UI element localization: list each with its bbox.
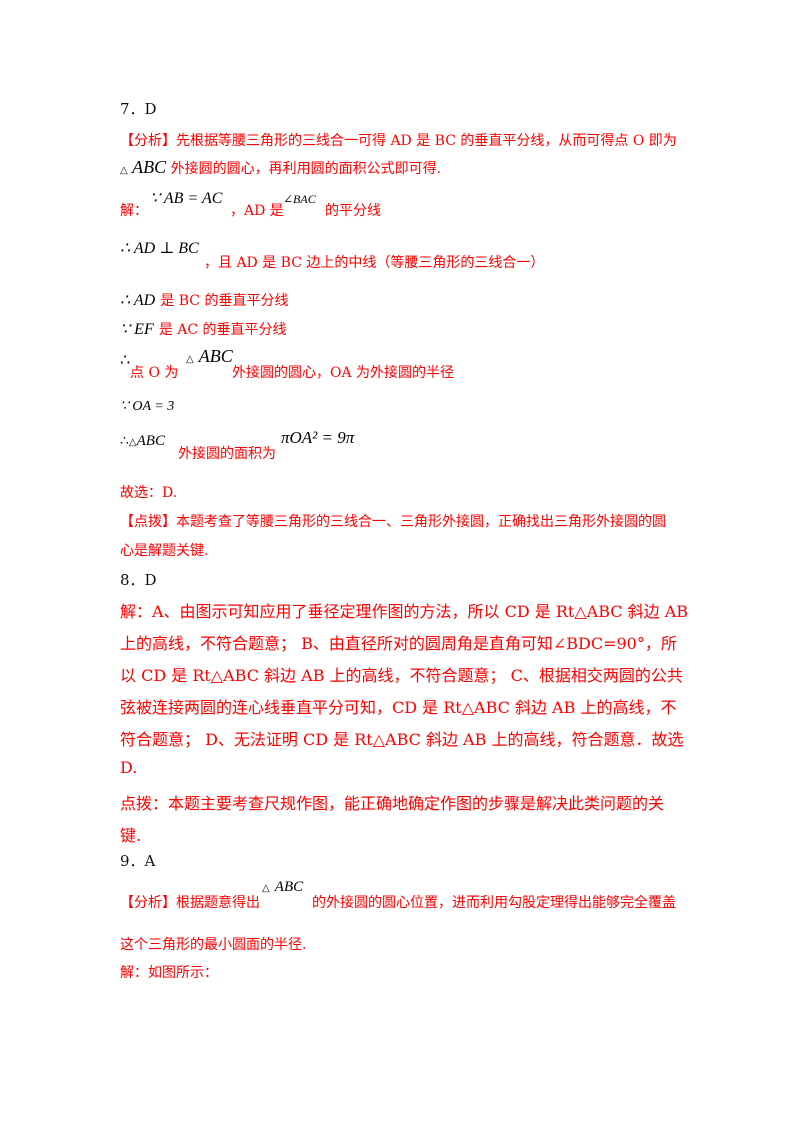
q7-sol1-text2: 的平分线 [325,203,381,219]
q8-header: 8．D [120,571,157,589]
q9-analysis-left: 【分析】根据题意得出 [120,892,260,912]
q7-analysis-text2: 外接圆的圆心，再利用圆的面积公式即可得. [170,161,442,177]
q7-tip-text1: 本题考查了等腰三角形的三线合一、三角形外接圆，正确找出三角形外接圆的圆 [176,514,666,530]
q8-line6: D. [120,758,138,777]
q9-header: 9．A [120,852,156,870]
q7-analysis-line2: △ ABC 外接圆的圆心，再利用圆的面积公式即可得. [120,157,441,178]
q8-tip2: 键. [120,826,142,845]
q8-tip1: 点拨：本题主要考查尺规作图，能正确地确定作图的步骤是解决此类问题的关 [120,794,665,813]
q7-sol5-abc-text: ABC [198,346,233,366]
q7-sol6-math: ∵ OA = 3 [120,399,175,414]
q9-analysis-tag: 【分析】 [120,895,176,911]
q7-tip-line2: 心是解题关键. [120,543,209,559]
q7-sol7-therefore: ∴ [120,434,129,449]
triangle-symbol: △ [262,883,270,894]
triangle-symbol: △ [186,354,194,365]
q9-analysis-abc-text: ABC [274,879,304,895]
q7-sol1-math: ∵ AB = AC [150,190,223,207]
q7-tip-line1: 【点拨】本题考查了等腰三角形的三线合一、三角形外接圆，正确找出三角形外接圆的圆 [120,511,666,531]
q7-sol1-text1: ，AD 是 [230,203,284,219]
q7-sol7-left: ∴△ABC [120,430,165,450]
q7-analysis-text1: 先根据等腰三角形的三线合一可得 AD 是 BC 的垂直平分线，从而可得点 O 即… [176,133,677,149]
q7-sol-label: 解： [120,203,148,219]
q7-header: 7．D [120,100,157,118]
q7-sol4-math: ∵ EF [120,321,154,338]
q7-analysis-tag: 【分析】 [120,133,176,149]
q7-sol5-abc: △ ABC [186,346,233,367]
q7-sol3: ∴ AD 是 BC 的垂直平分线 [120,290,288,310]
q7-sol7-result: πOA² = 9π [281,428,355,447]
q8-line4: 弦被连接两圆的连心线垂直平分可知，CD 是 Rt△ABC 斜边 AB 上的高线，… [120,698,677,717]
q7-sol5-text1: 点 O 为 [130,365,179,381]
q7-sol2-text: ，且 AD 是 BC 边上的中线（等腰三角形的三线合一） [204,255,545,271]
q7-sol2-math: ∴ AD ⊥ BC [120,240,199,257]
q9-analysis-line2: 这个三角形的最小圆面的半径. [120,937,307,953]
q7-sol4-text: 是 AC 的垂直平分线 [158,322,287,338]
q8-line5: 符合题意； D、无法证明 CD 是 Rt△ABC 斜边 AB 上的高线，符合题意… [120,730,684,749]
q7-sol7-abc: ABC [136,433,165,449]
q7-sol5-therefore: ∴ [120,352,131,369]
q7-analysis-line1: 【分析】先根据等腰三角形的三线合一可得 AD 是 BC 的垂直平分线，从而可得点… [120,130,677,150]
q7-sol1-angle: ∠BAC [283,192,316,206]
q7-sol3-text: 是 BC 的垂直平分线 [160,293,289,309]
q7-sol5-text2: 外接圆的圆心，OA 为外接圆的半径 [232,365,455,381]
q8-line3: 以 CD 是 Rt△ABC 斜边 AB 上的高线，不符合题意； C、根据相交两圆… [120,666,683,685]
triangle-symbol: △ [120,165,128,176]
q8-line2: 上的高线，不符合题意； B、由直径所对的圆周角是直角可知∠BDC=90°，所 [120,634,677,653]
q7-sol3-math: ∴ AD [120,292,156,309]
q7-sol7-text: 外接圆的面积为 [178,446,276,462]
q7-tip-tag: 【点拨】 [120,514,176,530]
q7-choice: 故选：D. [120,485,178,501]
q8-line1: 解：A、由图示可知应用了垂径定理作图的方法，所以 CD 是 Rt△ABC 斜边 … [120,602,689,621]
q9-analysis-abc: △ ABC [262,876,303,896]
q7-sol4: ∵ EF 是 AC 的垂直平分线 [120,319,287,339]
q9-analysis-text1: 根据题意得出 [176,895,260,911]
q7-analysis-abc: ABC [132,157,167,177]
q9-sol: 解：如图所示： [120,965,218,981]
triangle-symbol: △ [128,437,137,448]
q9-analysis-text2: 的外接圆的圆心位置，进而利用勾股定理得出能够完全覆盖 [312,895,676,911]
